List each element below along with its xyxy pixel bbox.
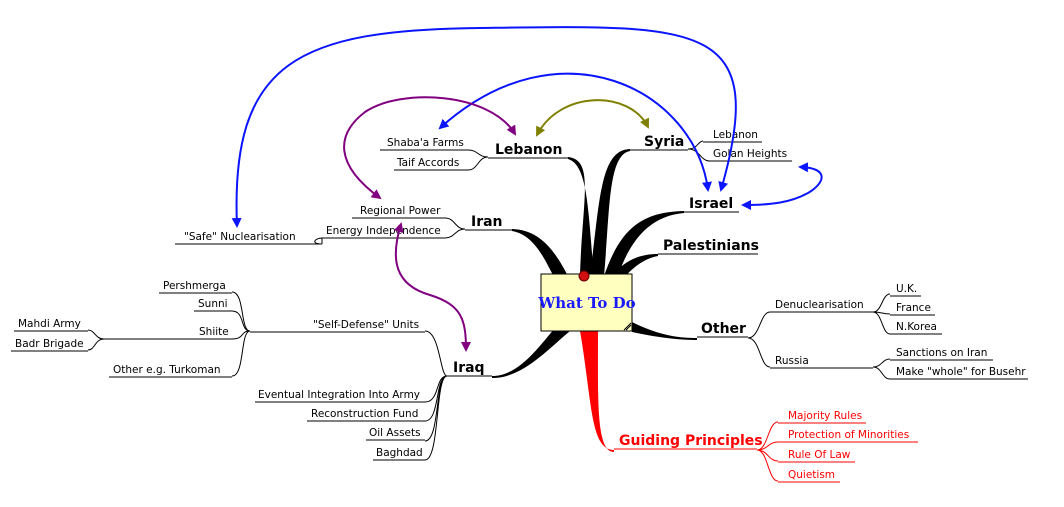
branch-israel[interactable]: Israel	[684, 196, 739, 213]
connector-other	[632, 322, 697, 340]
relation-lebanon-syria[interactable]	[536, 99, 649, 137]
topic-shiite[interactable]: Shiite	[104, 326, 232, 340]
topic-eventual-integration[interactable]: Eventual Integration Into Army	[255, 389, 425, 403]
topic-uk[interactable]: U.K.	[890, 283, 921, 297]
branch-iraq-label: Iraq	[453, 360, 485, 376]
topic-sunni[interactable]: Sunni	[194, 298, 232, 312]
connector-iraq	[492, 322, 570, 378]
connector-palestinians	[612, 254, 658, 278]
branch-palestinians-label: Palestinians	[663, 238, 759, 254]
topic-safe-nuclearisation[interactable]: "Safe" Nuclearisation	[175, 231, 322, 245]
connector-syria	[590, 149, 630, 276]
topic-rule-of-law-label: Rule Of Law	[788, 449, 851, 461]
central-node-label: What To Do	[537, 294, 635, 312]
relation-energy-iraq[interactable]	[393, 222, 471, 352]
topic-regional-power[interactable]: Regional Power	[352, 205, 445, 219]
topic-quietism[interactable]: Quietism	[778, 469, 840, 483]
branch-iran-label: Iran	[471, 214, 503, 230]
relation-lebanon-regional-power[interactable]	[343, 96, 517, 200]
topic-shebaa-farms[interactable]: Shaba'a Farms	[380, 137, 468, 151]
topic-make-whole-busehr-label: Make "whole" for Busehr	[896, 366, 1026, 378]
topic-mahdi-army[interactable]: Mahdi Army	[14, 318, 88, 332]
branch-lebanon[interactable]: Lebanon	[488, 142, 568, 159]
topic-sanctions-on-iran[interactable]: Sanctions on Iran	[890, 347, 993, 361]
connector-iran	[512, 229, 570, 285]
topic-self-defense-units-label: "Self-Defense" Units	[313, 319, 419, 331]
relation-israel-safe-nuclearisation[interactable]	[231, 26, 737, 228]
topic-self-defense-units[interactable]: "Self-Defense" Units	[250, 319, 425, 333]
relation-golan-israel[interactable]	[741, 162, 823, 210]
topic-eventual-integration-label: Eventual Integration Into Army	[258, 389, 420, 401]
topic-oil-assets-label: Oil Assets	[369, 427, 421, 439]
connector-israel	[604, 211, 684, 276]
topic-badr-brigade[interactable]: Badr Brigade	[11, 338, 88, 352]
branch-iraq[interactable]: Iraq	[447, 360, 492, 377]
topic-denuclearisation[interactable]: Denuclearisation	[770, 299, 873, 313]
topic-golan-heights[interactable]: Golan Heights	[710, 148, 792, 162]
branch-israel-label: Israel	[689, 196, 733, 212]
topic-protection-minorities[interactable]: Protection of Minorities	[778, 429, 918, 443]
topic-mahdi-army-label: Mahdi Army	[18, 318, 81, 330]
branch-iran[interactable]: Iran	[465, 214, 512, 231]
topic-sunni-label: Sunni	[198, 298, 228, 310]
topic-shebaa-farms-label: Shaba'a Farms	[387, 137, 464, 149]
topic-sanctions-on-iran-label: Sanctions on Iran	[896, 347, 987, 359]
topic-badr-brigade-label: Badr Brigade	[15, 338, 84, 350]
topic-quietism-label: Quietism	[788, 469, 835, 481]
topic-pershmerga-label: Pershmerga	[163, 280, 226, 292]
topic-syria-lebanon-label: Lebanon	[713, 129, 758, 141]
topic-reconstruction-fund[interactable]: Reconstruction Fund	[307, 408, 425, 422]
topic-other-turkoman-label: Other e.g. Turkoman	[113, 364, 221, 376]
topic-rule-of-law[interactable]: Rule Of Law	[778, 449, 855, 463]
central-node[interactable]: What To Do	[537, 270, 636, 332]
topic-regional-power-label: Regional Power	[360, 205, 441, 217]
main-connectors	[492, 149, 697, 452]
topic-nkorea[interactable]: N.Korea	[890, 321, 942, 335]
topic-other-turkoman[interactable]: Other e.g. Turkoman	[109, 364, 232, 378]
topic-baghdad[interactable]: Baghdad	[373, 447, 425, 461]
topic-taif-accords-label: Taif Accords	[396, 157, 459, 169]
branch-syria[interactable]: Syria	[630, 134, 688, 151]
branch-guiding-principles[interactable]: Guiding Principles	[614, 433, 763, 450]
topic-denuclearisation-label: Denuclearisation	[775, 299, 864, 311]
topic-oil-assets[interactable]: Oil Assets	[366, 427, 425, 441]
topic-energy-independence-label: Energy Independence	[326, 225, 441, 237]
topic-golan-heights-label: Golan Heights	[713, 148, 787, 160]
topic-russia-label: Russia	[775, 355, 809, 367]
topic-pershmerga[interactable]: Pershmerga	[159, 280, 232, 294]
topic-safe-nuclearisation-label: "Safe" Nuclearisation	[184, 231, 296, 243]
topic-make-whole-busehr[interactable]: Make "whole" for Busehr	[890, 366, 1028, 380]
branch-other-label: Other	[701, 321, 746, 337]
topic-shiite-label: Shiite	[199, 326, 229, 338]
topic-uk-label: U.K.	[896, 283, 917, 295]
branch-syria-label: Syria	[644, 134, 684, 150]
topic-reconstruction-fund-label: Reconstruction Fund	[311, 408, 418, 420]
topic-nkorea-label: N.Korea	[896, 321, 937, 333]
topic-baghdad-label: Baghdad	[376, 447, 423, 459]
pin-icon	[578, 270, 590, 282]
resize-handle-icon[interactable]	[623, 322, 632, 331]
topic-taif-accords[interactable]: Taif Accords	[394, 157, 468, 171]
topic-protection-minorities-label: Protection of Minorities	[788, 429, 909, 441]
connector-guiding	[580, 331, 614, 452]
relationship-arrows	[231, 26, 823, 352]
topic-france[interactable]: France	[890, 302, 935, 316]
topic-russia[interactable]: Russia	[770, 355, 873, 369]
branch-other[interactable]: Other	[697, 321, 748, 338]
topic-energy-independence[interactable]: Energy Independence	[322, 225, 445, 239]
branch-lebanon-label: Lebanon	[495, 142, 562, 158]
branch-guiding-principles-label: Guiding Principles	[619, 433, 763, 449]
topic-majority-rules-label: Majority Rules	[788, 410, 862, 422]
connector-lebanon	[568, 157, 594, 276]
topic-majority-rules[interactable]: Majority Rules	[778, 410, 866, 424]
relation-israel-shebaa-farms[interactable]	[438, 72, 712, 192]
branch-palestinians[interactable]: Palestinians	[658, 238, 759, 255]
topic-france-label: France	[896, 302, 931, 314]
